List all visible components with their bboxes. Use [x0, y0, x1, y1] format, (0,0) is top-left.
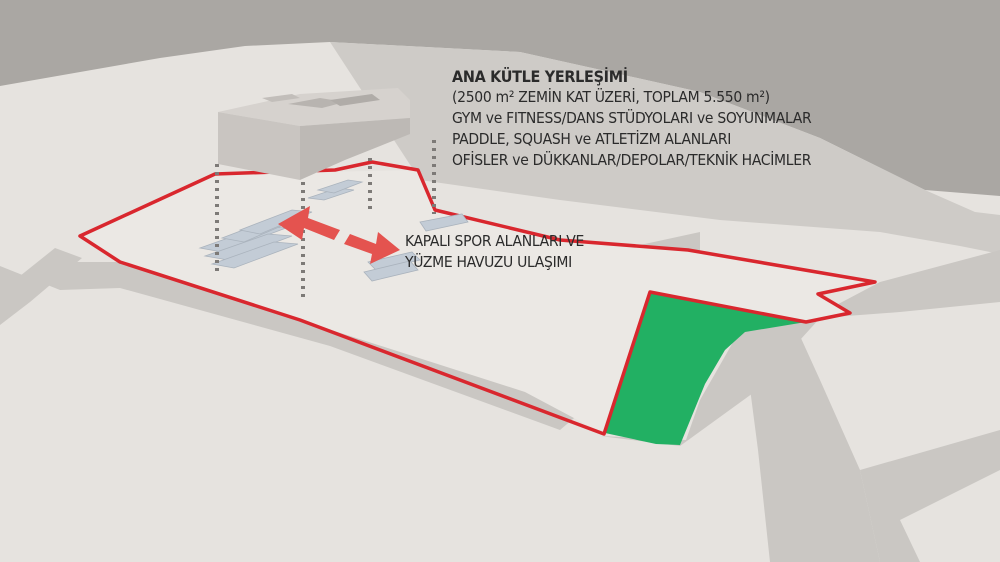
arrow-left	[278, 206, 340, 240]
main-mass-area: (2500 m² ZEMİN KAT ÜZERİ, TOPLAM 5.550 m…	[452, 88, 770, 106]
access-label-line-2: YÜZME HAVUZU ULAŞIMI	[405, 253, 572, 271]
main-mass-program-1: GYM ve FITNESS/DANS STÜDYOLARI ve SOYUNM…	[452, 109, 812, 127]
site-boundary	[78, 160, 877, 436]
arrow-right	[344, 232, 400, 264]
access-label-line-1: KAPALI SPOR ALANLARI VE	[405, 232, 584, 250]
access-label: KAPALI SPOR ALANLARI VE YÜZME HAVUZU ULA…	[405, 231, 645, 273]
road-left-branch	[0, 248, 82, 325]
road-bottom-right	[745, 336, 880, 562]
road-upper	[330, 42, 1000, 254]
road-far-right	[860, 430, 1000, 562]
main-mass-info: ANA KÜTLE YERLEŞİMİ (2500 m² ZEMİN KAT Ü…	[452, 66, 922, 171]
building-roof-detail	[288, 98, 345, 108]
road-lower	[600, 250, 1000, 446]
main-mass-program-2: PADDLE, SQUASH ve ATLETİZM ALANLARI	[452, 130, 732, 148]
access-arrows	[278, 206, 400, 264]
building-roof-detail-3	[262, 94, 300, 102]
main-mass-program-3: OFİSLER ve DÜKKANLAR/DEPOLAR/TEKNİK HACİ…	[452, 151, 812, 169]
main-mass-title: ANA KÜTLE YERLEŞİMİ	[452, 67, 628, 86]
green-area	[605, 292, 806, 445]
road-left	[0, 262, 600, 430]
building-side	[300, 118, 410, 180]
building-front	[218, 112, 300, 180]
main-building	[218, 88, 410, 180]
building-roof-detail-2	[330, 94, 380, 106]
projection-lines	[215, 140, 436, 298]
